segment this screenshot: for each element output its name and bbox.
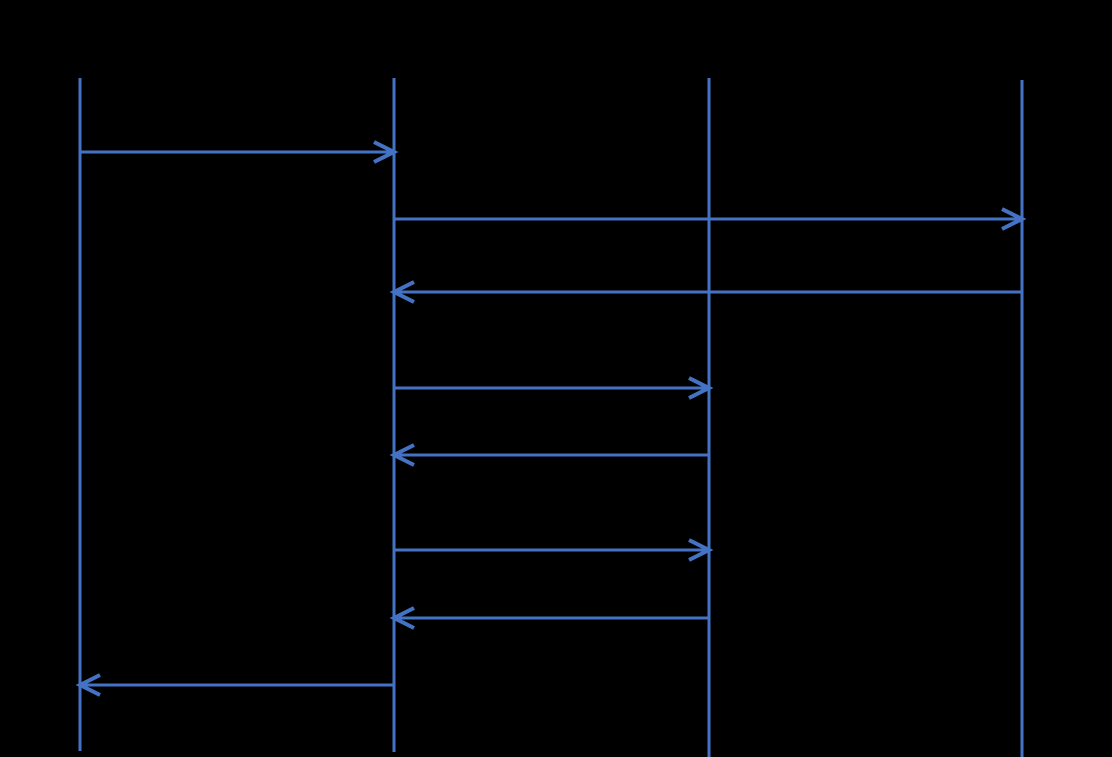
messages-layer (75, 140, 1027, 697)
lifelines-layer (78, 78, 1024, 757)
